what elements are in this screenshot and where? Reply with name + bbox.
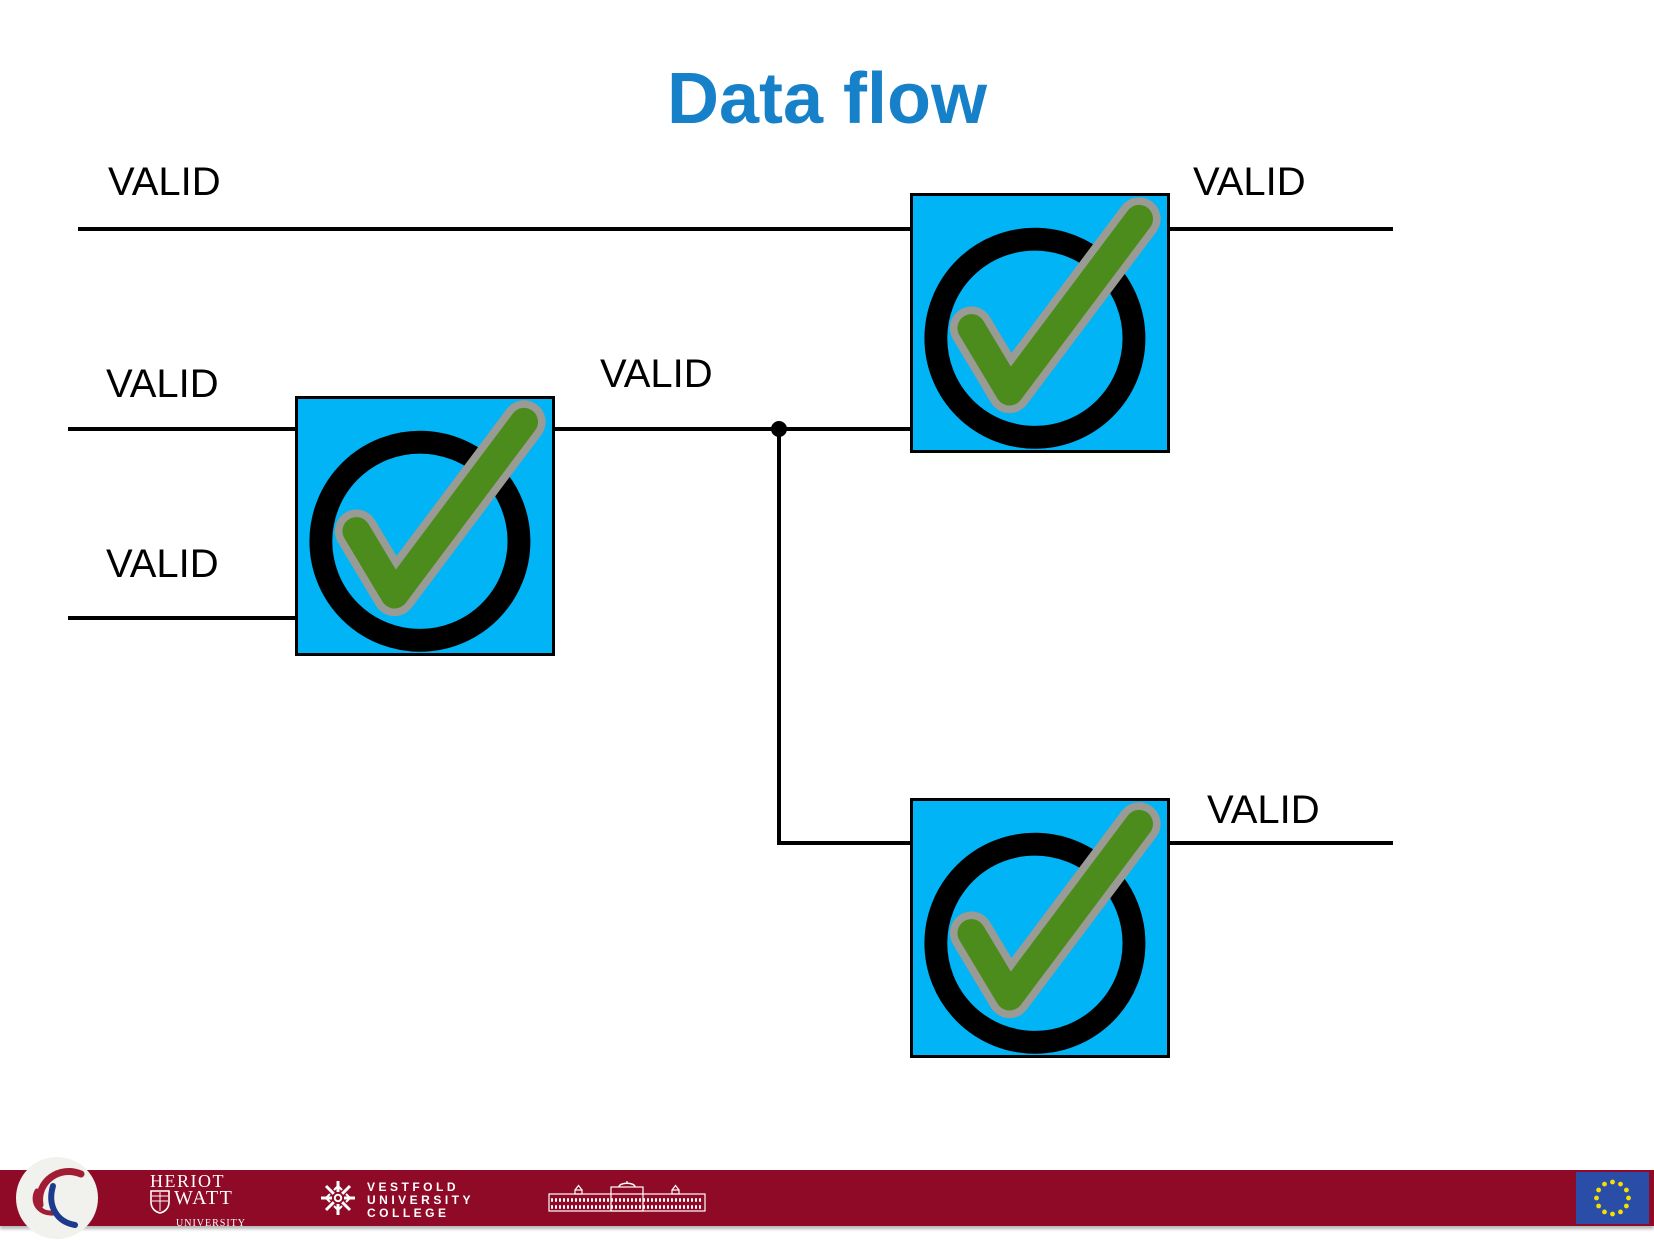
- wire-branch-down: [777, 429, 781, 845]
- building-icon: [548, 1181, 706, 1213]
- check-circle-icon: [924, 197, 1161, 449]
- junction-dot: [771, 421, 787, 437]
- validator-box-left: [295, 396, 555, 656]
- vestfold-line2: UNIVERSITY: [367, 1193, 475, 1207]
- heriot-watt-line1: HERIOT: [150, 1171, 225, 1191]
- snowflake-icon: [318, 1178, 358, 1223]
- validator-box-top-right: [910, 193, 1170, 453]
- wire-branch-bottom: [777, 841, 910, 845]
- wire-intermediate: [555, 427, 910, 431]
- wire-input-top: [78, 227, 910, 231]
- label-input-bottom: VALID: [106, 542, 219, 586]
- check-circle-icon: [309, 400, 546, 652]
- check-circle-icon: [924, 802, 1161, 1054]
- swirl-logo: [16, 1157, 98, 1239]
- wire-input-middle: [68, 427, 295, 431]
- heriot-watt-line3: UNIVERSITY: [176, 1218, 246, 1229]
- label-output-top: VALID: [1193, 160, 1306, 204]
- label-output-bottom: VALID: [1207, 788, 1320, 832]
- label-input-top: VALID: [108, 160, 221, 204]
- page-title: Data flow: [666, 59, 988, 139]
- heriot-watt-logo: HERIOT WATT UNIVERSITY: [150, 1171, 246, 1229]
- eu-flag: [1576, 1172, 1649, 1224]
- vestfold-line3: COLLEGE: [367, 1206, 450, 1220]
- footer-bar: [0, 1170, 1654, 1226]
- validator-box-bottom-right: [910, 798, 1170, 1058]
- vestfold-line1: VESTFOLD: [367, 1180, 460, 1194]
- wire-output-bottom: [1169, 841, 1393, 845]
- heriot-watt-line2: WATT: [174, 1187, 234, 1209]
- label-intermediate: VALID: [600, 352, 713, 396]
- shield-icon: [150, 1190, 170, 1219]
- wire-output-top: [1170, 227, 1393, 231]
- vestfold-logo: VESTFOLD UNIVERSITY COLLEGE: [318, 1178, 474, 1223]
- wire-input-bottom: [68, 616, 295, 620]
- label-input-middle: VALID: [106, 362, 219, 406]
